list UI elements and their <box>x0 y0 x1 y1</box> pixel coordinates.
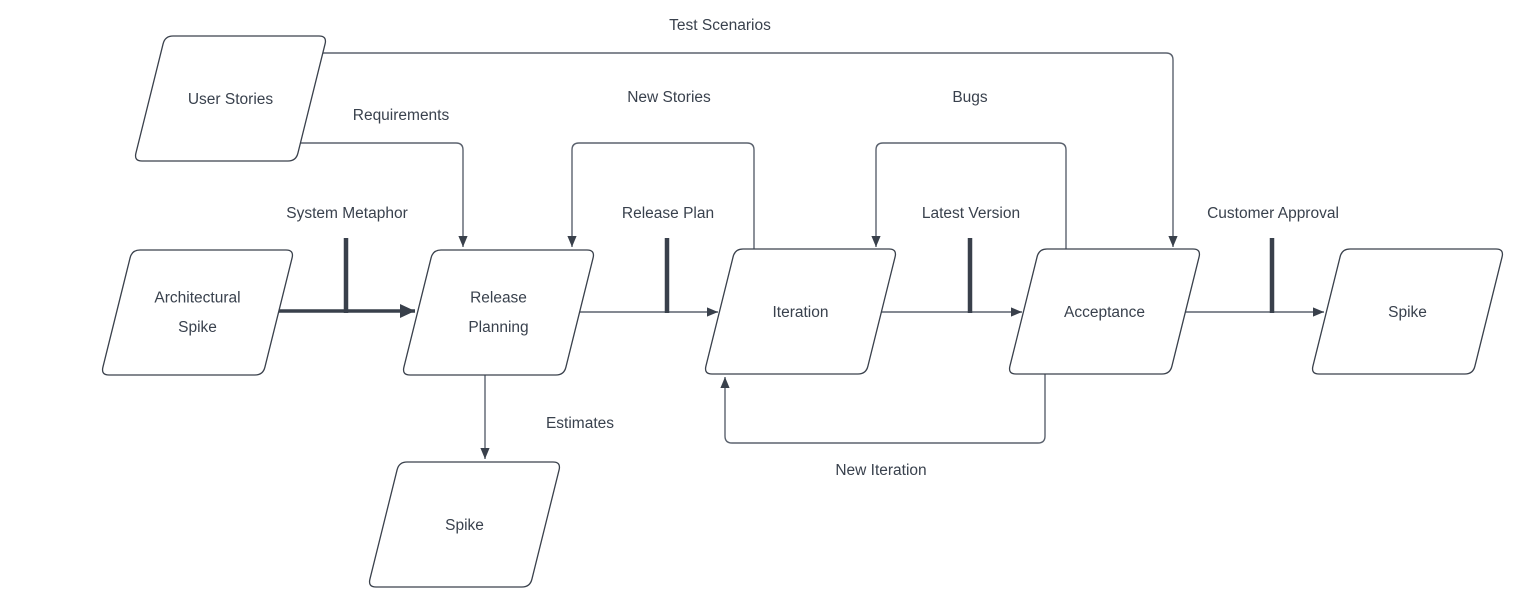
node-architectural-spike[interactable] <box>101 249 294 376</box>
milestone-label-system-metaphor: System Metaphor <box>286 205 407 222</box>
node-spike-estimates[interactable] <box>368 461 561 588</box>
edge-label-new-stories: New Stories <box>627 89 711 106</box>
edge-label-estimates: Estimates <box>546 415 614 432</box>
edge-label-requirements: Requirements <box>353 107 450 124</box>
node-label-release-planning-line1: Release <box>470 290 527 307</box>
node-user-stories[interactable] <box>134 35 327 162</box>
node-release-planning[interactable] <box>402 249 595 376</box>
node-spike-final[interactable] <box>1311 248 1504 375</box>
arrowhead-estimates <box>480 448 490 459</box>
node-acceptance[interactable] <box>1008 248 1201 375</box>
arrowhead-release-planning-to-iteration <box>707 307 718 317</box>
connector-test-scenarios[interactable] <box>323 52 1174 247</box>
arrowhead-new-stories <box>567 236 577 247</box>
node-label-spike-final: Spike <box>1388 304 1427 321</box>
edge-label-test-scenarios: Test Scenarios <box>669 17 771 34</box>
arrowhead-requirements <box>458 236 468 247</box>
node-iteration[interactable] <box>704 248 897 375</box>
node-label-user-stories: User Stories <box>188 91 274 108</box>
connector-new-iteration[interactable] <box>724 374 1046 444</box>
milestone-label-customer-approval: Customer Approval <box>1207 205 1339 222</box>
node-label-acceptance: Acceptance <box>1064 304 1145 321</box>
milestone-label-latest-version: Latest Version <box>922 205 1020 222</box>
node-label-architectural-spike-line1: Architectural <box>154 290 240 307</box>
node-label-spike-estimates: Spike <box>445 517 484 534</box>
node-label-release-planning-line2: Planning <box>468 319 528 336</box>
connector-new-stories[interactable] <box>571 142 755 249</box>
connector-requirements[interactable] <box>300 142 464 247</box>
arrowhead-test-scenarios <box>1168 236 1178 247</box>
arrowhead-new-iteration <box>720 377 730 388</box>
edge-label-bugs: Bugs <box>952 89 988 106</box>
arrowhead-iteration-to-acceptance <box>1011 307 1022 317</box>
milestone-label-release-plan: Release Plan <box>622 205 714 222</box>
connector-bugs[interactable] <box>875 142 1067 249</box>
arrowhead-acceptance-to-spike <box>1313 307 1324 317</box>
edge-label-new-iteration: New Iteration <box>835 462 926 479</box>
arrowhead-bugs <box>871 236 881 247</box>
node-label-architectural-spike-line2: Spike <box>178 319 217 336</box>
node-label-iteration: Iteration <box>772 304 828 321</box>
arrowhead-architectural-spike-to-release-planning <box>400 304 415 318</box>
